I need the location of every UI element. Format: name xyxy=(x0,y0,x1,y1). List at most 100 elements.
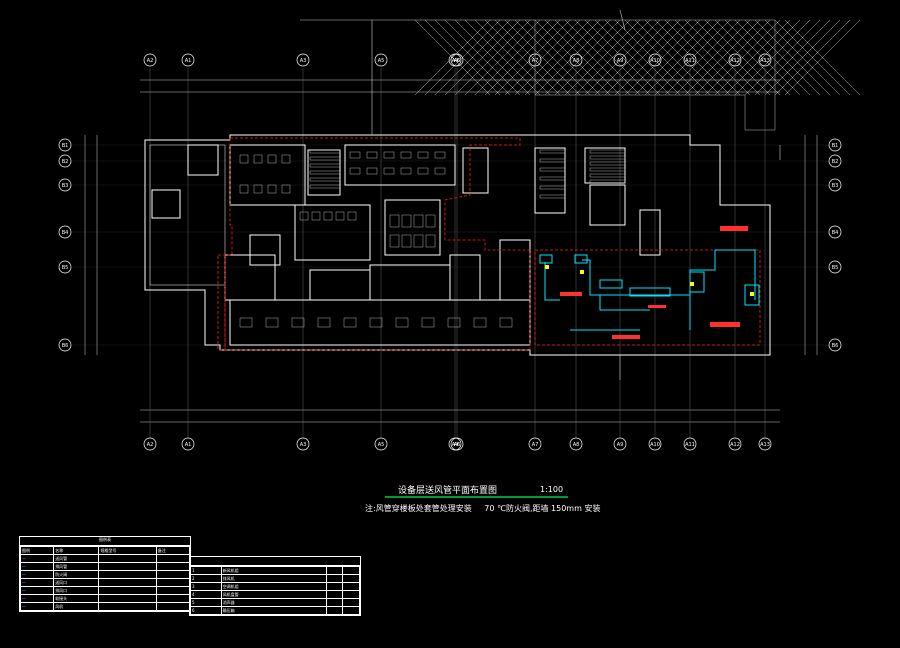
axis-top-A3-bubble xyxy=(296,53,310,67)
axis-bottom-A9-label: A9 xyxy=(617,442,624,448)
equipment-cell: 新风机组 xyxy=(220,566,327,575)
axis-top-A9-bubble xyxy=(613,53,627,67)
axis-right-B2-bubble xyxy=(828,154,842,168)
legend-cell: — xyxy=(19,594,55,603)
axis-left-B1-bubble xyxy=(58,138,72,152)
axis-right-B4-bubble xyxy=(828,225,842,239)
axis-bottom-A1-label: A1 xyxy=(185,442,192,448)
fixture xyxy=(400,167,412,175)
equipment-cell: 排风机 xyxy=(220,574,327,583)
fixture xyxy=(291,317,305,328)
legend-cell xyxy=(155,578,191,587)
axis-top-A3-label: A3 xyxy=(300,58,307,64)
fixture xyxy=(267,154,277,164)
legend-col: 备注 xyxy=(155,546,191,555)
duct-labels xyxy=(560,226,748,339)
legend-row: —排风口 xyxy=(19,586,191,595)
axis-right-B4-label: B4 xyxy=(832,230,839,236)
fixture xyxy=(309,184,341,189)
fixture xyxy=(335,211,345,221)
axis-left-B3-bubble xyxy=(58,178,72,192)
drawing-title: 设备层送风管平面布置图 xyxy=(398,486,498,496)
legend-cell: 排风管 xyxy=(53,562,100,571)
fixture xyxy=(413,214,424,228)
fixture xyxy=(389,214,400,228)
equipment-cell xyxy=(325,566,344,575)
fixture xyxy=(499,317,513,328)
fixture xyxy=(309,156,341,161)
fixture xyxy=(425,214,436,228)
equipment-cell: 消声器 xyxy=(220,598,327,607)
axis-top-A8-bubble xyxy=(569,53,583,67)
axis-bottom-A12-bubble xyxy=(728,437,742,451)
fixture xyxy=(369,317,383,328)
axis-top-A5-label: A5 xyxy=(378,58,385,64)
legend-table: 图例表 图例 名称 规格型号 备注 —送风管—排风管—防火阀—送风口—排风口—软… xyxy=(19,536,191,612)
drawing-note: 注:风管穿楼板处套管处理安装 70 ℃防火阀,距墙 150mm 安装 xyxy=(365,503,600,514)
fixture xyxy=(589,167,626,172)
equipment-cell: 6 xyxy=(190,606,222,615)
axis-bottom-A11-label: A11 xyxy=(685,442,695,448)
legend-cell: 排风口 xyxy=(53,586,100,595)
axis-bottom-A2-label: A2 xyxy=(147,442,154,448)
axis-top-A2-bubble xyxy=(143,53,157,67)
equipment-cell xyxy=(342,598,360,607)
equipment-cell xyxy=(342,606,360,615)
axis-top-A4-label: A4 xyxy=(452,58,459,64)
legend-col: 名称 xyxy=(53,546,100,555)
axis-bottom-A8-bubble xyxy=(569,437,583,451)
equipment-marks xyxy=(545,265,754,296)
axis-bottom-A13-label: A13 xyxy=(760,442,770,448)
fixture xyxy=(349,151,361,159)
equipment-header: 主要设备表 xyxy=(190,557,360,566)
fire-zone-outline xyxy=(217,137,761,351)
axis-top-A8-label: A8 xyxy=(573,58,580,64)
legend-cell: 软接头 xyxy=(53,594,100,603)
axis-top-A2-label: A2 xyxy=(147,58,154,64)
fixture xyxy=(265,317,279,328)
fixture xyxy=(383,151,395,159)
equipment-cell: 空调机组 xyxy=(220,582,327,591)
fixture xyxy=(589,161,626,166)
fixture xyxy=(401,234,412,248)
hatch-line xyxy=(774,19,851,96)
fixture xyxy=(281,154,291,164)
axis-bubbles: A2A2A1A1A3A3A5A5A6A6A4A4A7A7A8A8A9A9A10A… xyxy=(58,53,842,451)
fixture xyxy=(395,317,409,328)
axis-left-B6-label: B6 xyxy=(62,343,69,349)
equipment-cell: 1 xyxy=(190,566,222,575)
legend-cell xyxy=(155,594,191,603)
axis-left-B5-bubble xyxy=(58,260,72,274)
fixture xyxy=(366,167,378,175)
legend-cell: 送风口 xyxy=(53,578,100,587)
axis-bottom-A6-label: A6 xyxy=(454,442,461,448)
fixture xyxy=(434,151,446,159)
legend-cell xyxy=(155,570,191,579)
equipment-cell: 风机盘管 xyxy=(220,590,327,599)
axis-bottom-A9-bubble xyxy=(613,437,627,451)
axis-top-A11-label: A11 xyxy=(685,58,695,64)
fixture xyxy=(349,167,361,175)
axis-right-B3-bubble xyxy=(828,178,842,192)
axis-top-A7-label: A7 xyxy=(532,58,539,64)
equipment-cell: 3 xyxy=(190,582,222,591)
drawing-scale: 1:100 xyxy=(540,485,564,494)
fixture xyxy=(417,151,429,159)
legend-row: —排风管 xyxy=(19,562,191,571)
fixture xyxy=(309,149,341,154)
fixture xyxy=(447,317,461,328)
note-extra-text: 70 ℃防火阀,距墙 150mm 安装 xyxy=(484,504,601,513)
equipment-cell xyxy=(342,566,360,575)
equipment-cell xyxy=(325,590,344,599)
legend-row: —软接头 xyxy=(19,594,191,603)
fixture xyxy=(309,163,341,168)
fixture xyxy=(589,179,626,184)
axis-right-B6-bubble xyxy=(828,338,842,352)
equipment-cell xyxy=(325,606,344,615)
axis-left-B4-bubble xyxy=(58,225,72,239)
